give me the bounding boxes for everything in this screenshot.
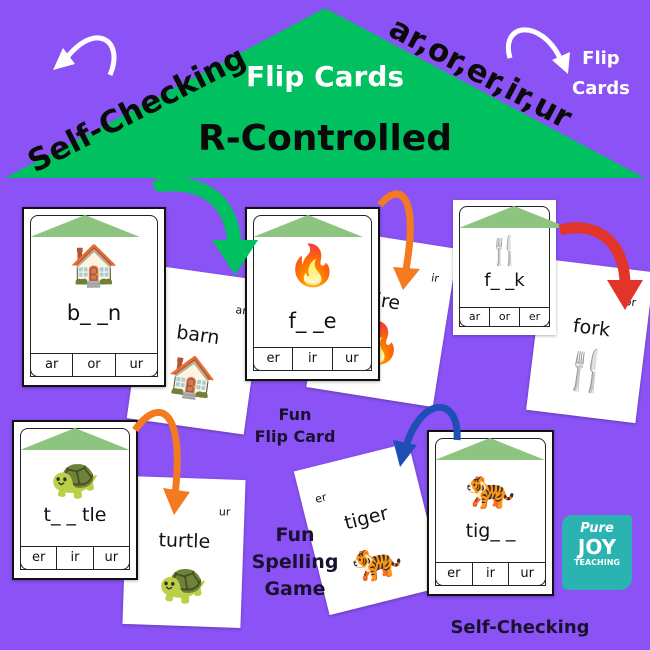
flip-cards-corner: Flip Cards	[572, 44, 630, 104]
spelling-game-label: Fun Spelling Game	[245, 522, 345, 603]
label-line: Fun	[278, 405, 312, 424]
option[interactable]: ir	[293, 348, 333, 370]
logo-line: Pure	[580, 521, 614, 536]
label-line: Flip Card	[254, 427, 336, 446]
fork-icon: 🍴	[558, 344, 614, 397]
white-curved-arrow-right-icon	[506, 27, 570, 74]
roof-shape	[20, 428, 130, 450]
options-row: er ir ur	[20, 546, 130, 570]
barn-front-card[interactable]: 🏠 b_ _n ar or ur	[22, 207, 166, 387]
option[interactable]: or	[490, 308, 520, 326]
self-checking-label: Self-Checking	[450, 617, 590, 638]
option[interactable]: ir	[473, 563, 510, 585]
roof-shape	[435, 438, 545, 460]
logo-line: TEACHING	[574, 558, 620, 567]
tiger-front-card[interactable]: 🐅 tig_ _ er ir ur	[427, 430, 554, 596]
turtle-icon: 🐢	[50, 456, 100, 502]
pattern-tag: er	[313, 490, 328, 506]
option[interactable]: er	[436, 563, 473, 585]
pure-joy-teaching-logo: Pure JOY TEACHING	[562, 515, 632, 590]
subtitle: Flip Cards	[245, 60, 405, 93]
fork-front-card[interactable]: 🍴 f_ _k ar or er	[453, 200, 569, 335]
roof-shape	[459, 206, 569, 228]
options-row: ar or ur	[30, 353, 158, 377]
options-row: er ir ur	[253, 347, 372, 371]
blank-word: b_ _n	[66, 301, 122, 325]
white-curved-arrow-left-icon	[53, 35, 117, 76]
tiger-icon: 🐅	[465, 466, 516, 512]
corner-line1: Flip	[582, 48, 620, 69]
option[interactable]: ar	[31, 354, 74, 376]
option[interactable]: ir	[57, 547, 94, 569]
option[interactable]: er	[254, 348, 294, 370]
option[interactable]: er	[528, 310, 541, 323]
blank-word: f_ _e	[288, 309, 337, 333]
option[interactable]: er	[21, 547, 58, 569]
logo-line: JOY	[577, 535, 617, 559]
option[interactable]: ur	[345, 351, 359, 366]
blank-word: t_ _ tle	[43, 504, 107, 526]
fire-front-card[interactable]: 🔥 f_ _e er ir ur	[245, 207, 380, 381]
orange-flip-arrow-icon	[132, 408, 190, 515]
roof-shape	[253, 215, 363, 237]
roof-shape	[30, 215, 140, 237]
options-row: er ir ur	[435, 562, 546, 586]
blank-word: f_ _k	[484, 270, 525, 291]
label-line: Fun	[275, 524, 315, 546]
green-flip-arrow-icon	[153, 177, 258, 275]
red-flip-arrow-icon	[558, 222, 643, 310]
blank-word: tig_ _	[465, 520, 516, 542]
option[interactable]: ur	[129, 357, 144, 372]
header-triangle	[5, 8, 645, 178]
option[interactable]: or	[73, 354, 116, 376]
page-title: R-Controlled	[197, 118, 452, 159]
fun-flip-card-label: Fun Flip Card	[250, 404, 340, 448]
option[interactable]: ur	[104, 550, 119, 565]
label-line: Game	[264, 578, 326, 600]
label-line: Spelling	[251, 551, 339, 573]
options-row: ar or er	[459, 307, 550, 327]
turtle-icon: 🐢	[157, 560, 209, 608]
blue-flip-arrow-icon	[393, 404, 461, 467]
option[interactable]: ur	[520, 566, 534, 581]
fork-icon: 🍴	[487, 234, 522, 267]
corner-line2: Cards	[572, 78, 630, 99]
fire-icon: 🔥	[287, 243, 338, 289]
answer-word: turtle	[158, 529, 211, 553]
pattern-tag: ur	[218, 505, 231, 519]
barn-icon: 🏠	[69, 243, 119, 289]
option[interactable]: ar	[460, 308, 490, 326]
orange-flip-arrow-icon	[377, 190, 420, 290]
turtle-front-card[interactable]: 🐢 t_ _ tle er ir ur	[12, 420, 138, 580]
